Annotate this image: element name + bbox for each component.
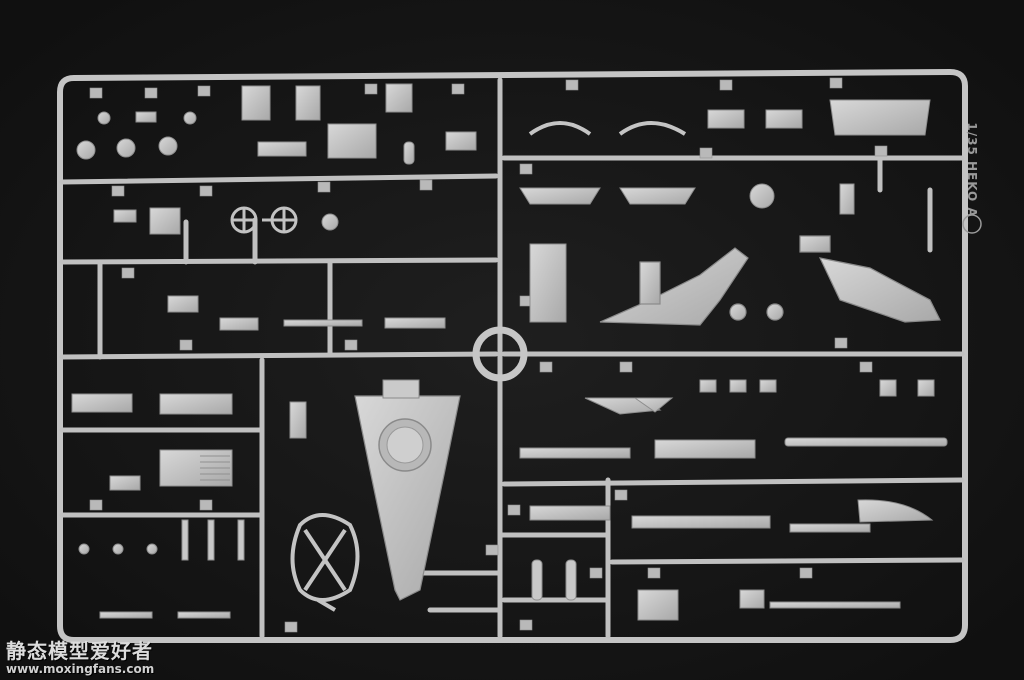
watermark-brand: 静态模型爱好者	[6, 639, 153, 663]
vent-grill	[200, 455, 230, 481]
mid-right-parts	[584, 379, 935, 415]
crane-parts	[599, 235, 941, 326]
sprue-marking: 1/35 HEKO A	[949, 96, 995, 244]
sprue-frame	[57, 68, 968, 643]
arched-parts	[528, 121, 687, 136]
crossed-frame-part	[290, 513, 360, 612]
gate-tabs	[89, 77, 888, 633]
pin-parts	[181, 519, 577, 601]
hull-plate	[354, 379, 461, 601]
sprue-marking-text: 1/35 HEKO A	[965, 122, 979, 218]
watermark: 静态模型爱好者 www.moxingfans.com	[6, 640, 186, 676]
part-letter-circle	[962, 214, 982, 234]
barrel-parts	[519, 437, 948, 621]
right-upper-parts	[519, 99, 931, 323]
central-ring	[472, 326, 528, 382]
runners	[59, 77, 965, 639]
watermark-url: www.moxingfans.com	[6, 662, 155, 676]
gauge-parts	[76, 83, 477, 165]
wheel-parts	[230, 206, 298, 234]
